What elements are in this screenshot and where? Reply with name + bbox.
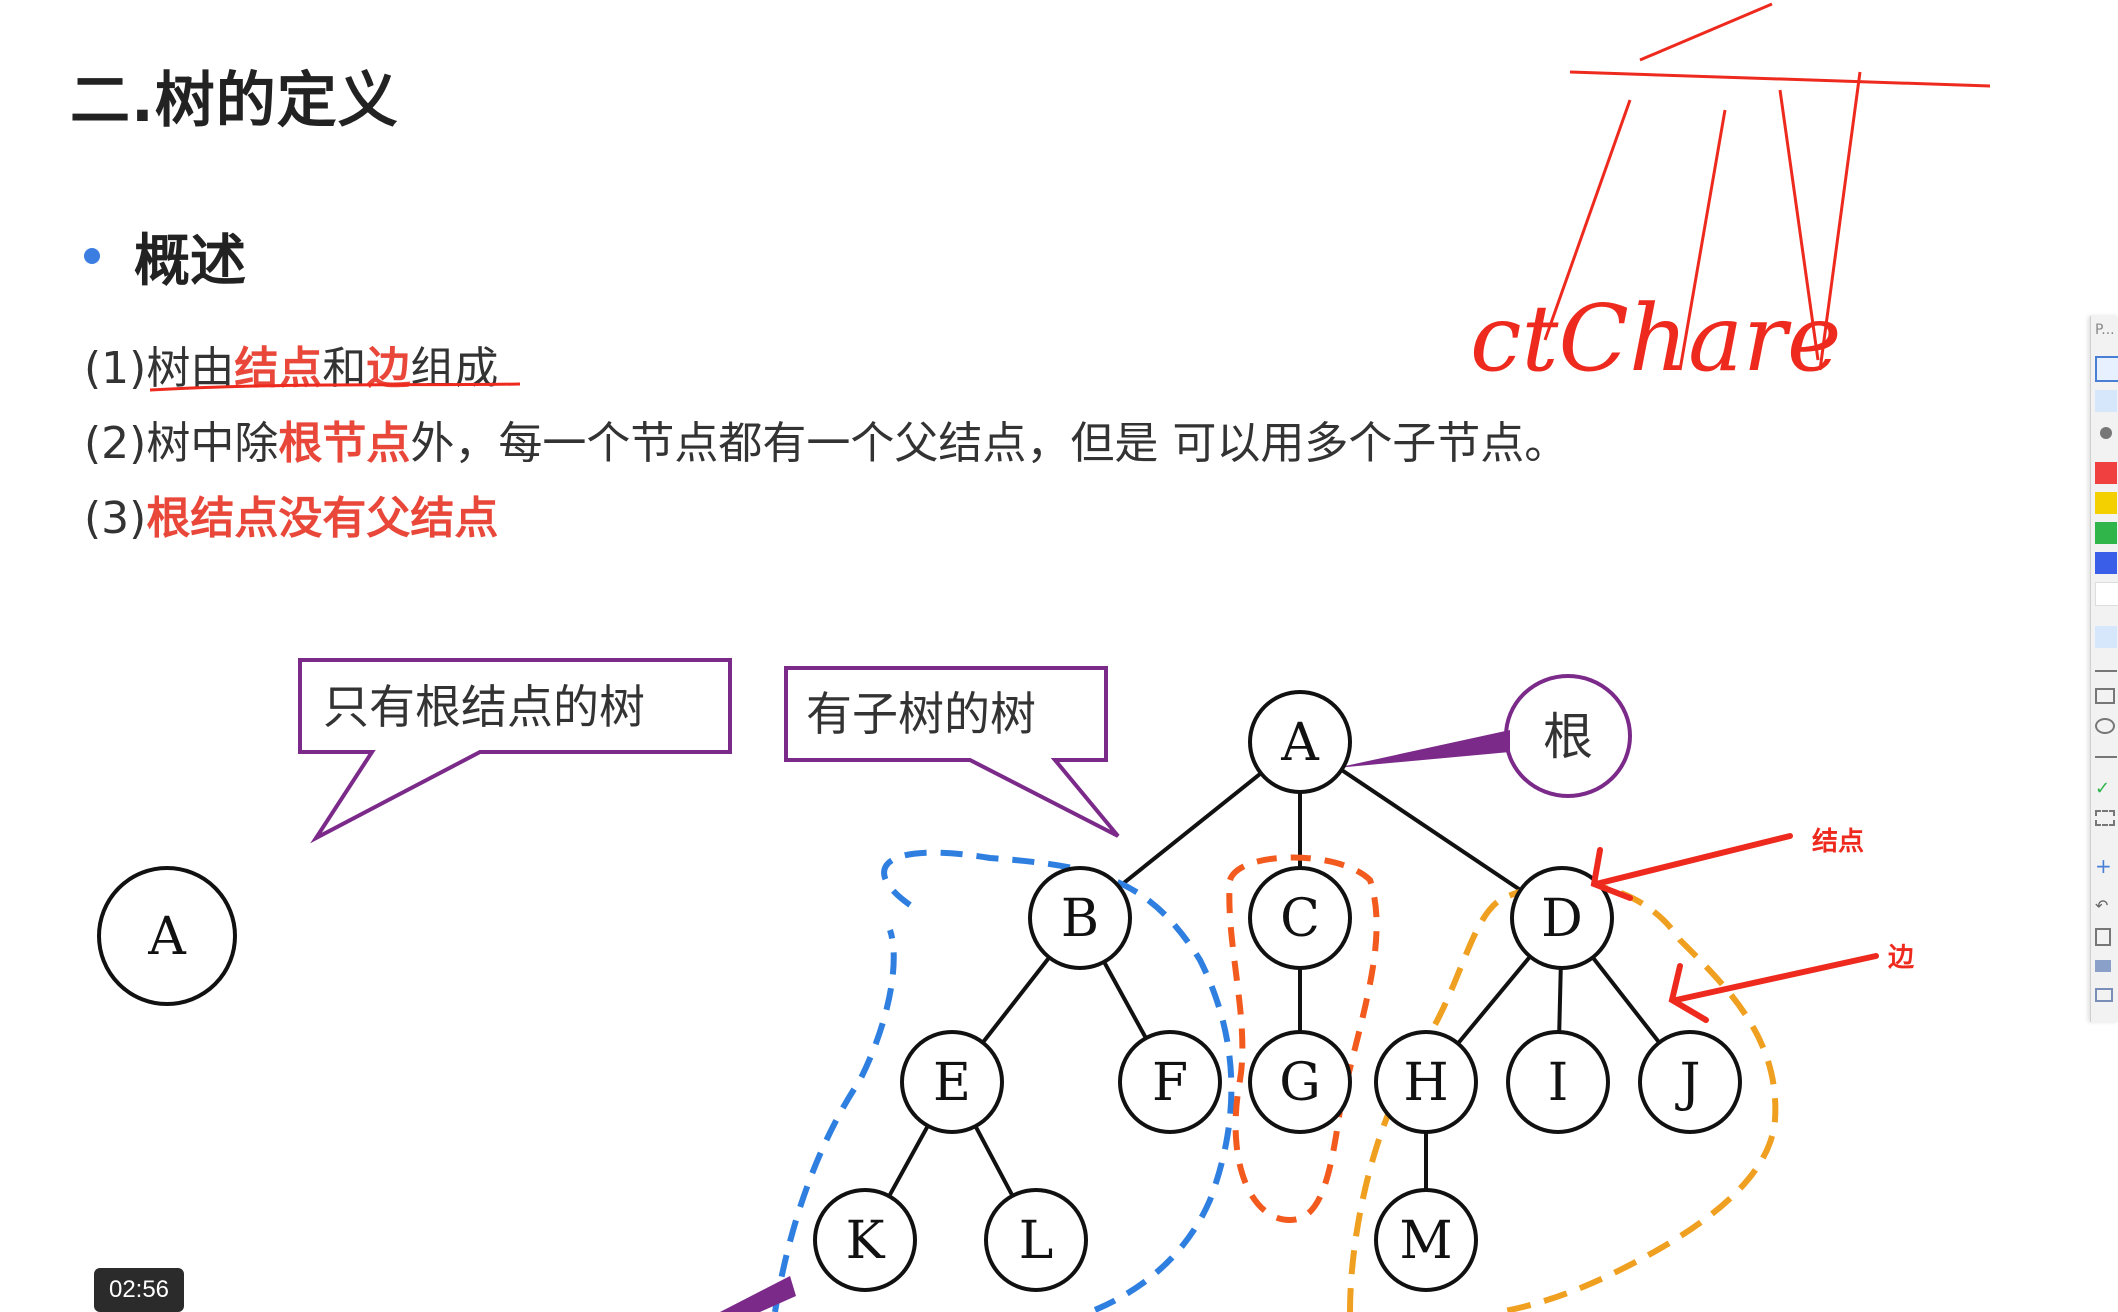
svg-text:B: B <box>1061 889 1099 949</box>
slide-title: 二.树的定义 <box>70 66 399 136</box>
edge-arrow-annotation <box>1668 953 1879 1023</box>
svg-text:E: E <box>933 1053 971 1113</box>
tree-node-j: J <box>1638 1030 1742 1134</box>
print-icon[interactable] <box>2095 960 2111 972</box>
callout-with-subtrees: 有子树的树 <box>784 666 1120 838</box>
tree-node-k: K <box>813 1188 917 1292</box>
tree-node-h: H <box>1374 1030 1478 1134</box>
svg-text:H: H <box>1403 1053 1448 1113</box>
white-color-button[interactable] <box>2095 582 2118 606</box>
point-2-suffix: 外，每一个节点都有一个父结点，但是 可以用多个子节点。 <box>410 418 1569 469</box>
point-3-prefix: (3) <box>84 493 147 544</box>
green-color-button[interactable] <box>2095 522 2117 544</box>
callout-root-only: 只有根结点的树 <box>298 658 732 844</box>
marquee-tool-button[interactable] <box>2095 810 2115 826</box>
tree-node-l: L <box>984 1188 1088 1292</box>
point-1-prefix: (1)树由 <box>84 343 235 394</box>
bullet-dot <box>84 248 100 264</box>
svg-text:M: M <box>1399 1211 1452 1271</box>
arrow-tool-button[interactable] <box>2095 748 2117 758</box>
add-icon[interactable]: + <box>2095 854 2112 878</box>
pointer-tool-button[interactable] <box>2095 390 2117 412</box>
tree-node-a: A <box>1248 690 1352 794</box>
tree-nodes: A B C D E F G H I J K L M <box>813 690 1742 1292</box>
point-2-highlight: 根节点 <box>278 418 411 469</box>
page-icon[interactable] <box>2095 928 2111 946</box>
undo-icon[interactable]: ↶ <box>2095 896 2109 915</box>
node-arrow-annotation <box>1590 833 1793 901</box>
tree-node-e: E <box>900 1030 1004 1134</box>
annotation-toolbar: P... ✓ + ↶ <box>2090 316 2118 1022</box>
toolbar-title: P... <box>2095 322 2115 338</box>
blue-color-button[interactable] <box>2095 552 2117 574</box>
svg-text:K: K <box>846 1211 886 1271</box>
red-color-button[interactable] <box>2095 462 2117 484</box>
single-tree-node-label: A <box>147 907 187 967</box>
pen-tool-button[interactable] <box>2095 626 2117 648</box>
video-timecode: 02:56 <box>94 1268 184 1312</box>
callout-with-subtrees-text: 有子树的树 <box>806 687 1036 741</box>
callout-root-only-text: 只有根结点的树 <box>323 680 645 734</box>
svg-text:J: J <box>1675 1053 1701 1113</box>
svg-text:F: F <box>1152 1053 1188 1113</box>
svg-text:A: A <box>1280 713 1320 773</box>
tree-node-g: G <box>1248 1030 1352 1134</box>
screen-icon[interactable] <box>2095 988 2113 1002</box>
svg-text:G: G <box>1279 1053 1321 1113</box>
edge-arrow-label: 边 <box>1888 943 1915 973</box>
svg-text:C: C <box>1280 889 1320 949</box>
point-3-highlight: 根结点没有父结点 <box>146 493 499 544</box>
rectangle-tool-button[interactable] <box>2095 688 2115 704</box>
tree-node-d: D <box>1510 866 1614 970</box>
tree-edges <box>863 740 1692 1241</box>
tree-node-b: B <box>1028 866 1132 970</box>
section-subtitle: 概述 <box>134 229 246 294</box>
svg-text:L: L <box>1019 1211 1054 1271</box>
select-tool-button[interactable] <box>2095 356 2118 382</box>
svg-text:D: D <box>1541 889 1583 949</box>
tree-node-m: M <box>1374 1188 1478 1292</box>
yellow-color-button[interactable] <box>2095 492 2117 514</box>
tree-node-f: F <box>1118 1030 1222 1134</box>
definition-point-3: (3)根结点没有父结点 <box>84 482 498 546</box>
svg-text:I: I <box>1548 1053 1569 1113</box>
check-icon[interactable]: ✓ <box>2095 778 2111 799</box>
tree-node-c: C <box>1248 866 1352 970</box>
handwriting-annotation <box>1543 2 1991 371</box>
node-arrow-label: 结点 <box>1812 826 1864 857</box>
tree-node-i: I <box>1506 1030 1610 1134</box>
root-callout: 根 <box>1336 674 1632 798</box>
line-tool-button[interactable] <box>2095 658 2117 672</box>
subtree-outline-red <box>1226 854 1380 1224</box>
single-tree-node: A <box>97 866 237 1006</box>
root-callout-text: 根 <box>1543 708 1593 766</box>
subtree-outline-blue <box>772 849 1235 1312</box>
dot-tool-button[interactable] <box>2095 422 2117 444</box>
pen-stroke-fragment <box>720 1276 796 1312</box>
handwriting-text: ctChare <box>1470 285 1841 392</box>
point-2-prefix: (2)树中除 <box>84 418 279 469</box>
ellipse-tool-button[interactable] <box>2095 718 2115 734</box>
definition-point-2: (2)树中除根节点外，每一个节点都有一个父结点，但是 可以用多个子节点。 <box>84 407 1568 471</box>
underline-annotation <box>149 382 521 392</box>
